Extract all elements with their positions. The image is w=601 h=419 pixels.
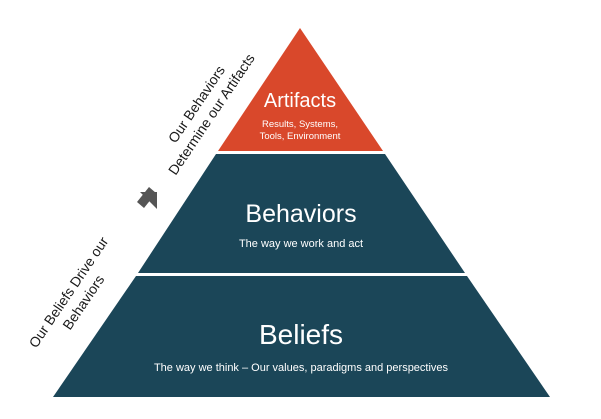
tier-behaviors-subtitle: The way we work and act (239, 238, 363, 250)
tier-behaviors-title: Behaviors (245, 200, 356, 228)
tier-artifacts-title: Artifacts (264, 90, 336, 112)
tier-artifacts-subtitle-line-1: Results, Systems, (262, 119, 338, 130)
tier-behaviors (138, 154, 465, 273)
tier-artifacts (218, 28, 383, 151)
tier-artifacts-subtitle-line-2: Tools, Environment (260, 131, 341, 142)
tier-beliefs-title: Beliefs (259, 319, 343, 350)
tier-beliefs (53, 276, 550, 397)
up-right-arrow-icon (137, 187, 157, 209)
tier-beliefs-subtitle: The way we think – Our values, paradigms… (154, 362, 449, 374)
